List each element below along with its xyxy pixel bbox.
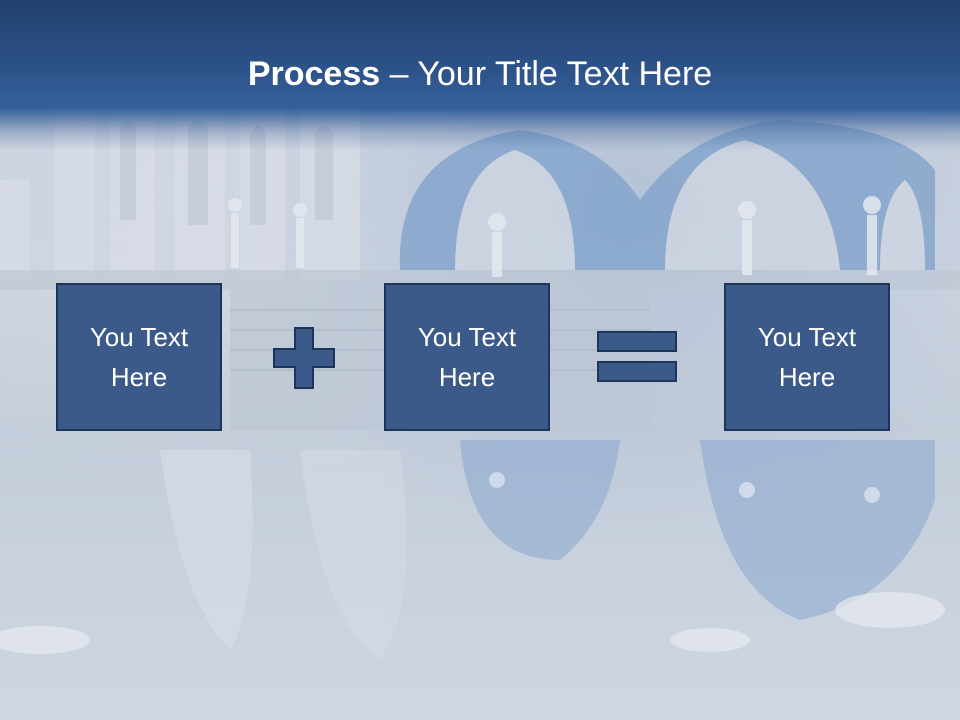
- process-box-2-text: You Text Here: [417, 322, 517, 392]
- slide-title: Process – Your Title Text Here: [0, 52, 960, 96]
- process-box-3: You Text Here: [724, 283, 890, 431]
- equals-icon: [597, 331, 677, 382]
- title-bar: [0, 0, 960, 150]
- process-box-1: You Text Here: [56, 283, 222, 431]
- process-box-2: You Text Here: [384, 283, 550, 431]
- title-bold-text: Process: [247, 55, 381, 93]
- process-box-1-text: You Text Here: [89, 322, 189, 392]
- process-box-3-text: You Text Here: [757, 322, 857, 392]
- plus-icon: [273, 327, 335, 389]
- title-rest-text: – Your Title Text Here: [380, 55, 713, 93]
